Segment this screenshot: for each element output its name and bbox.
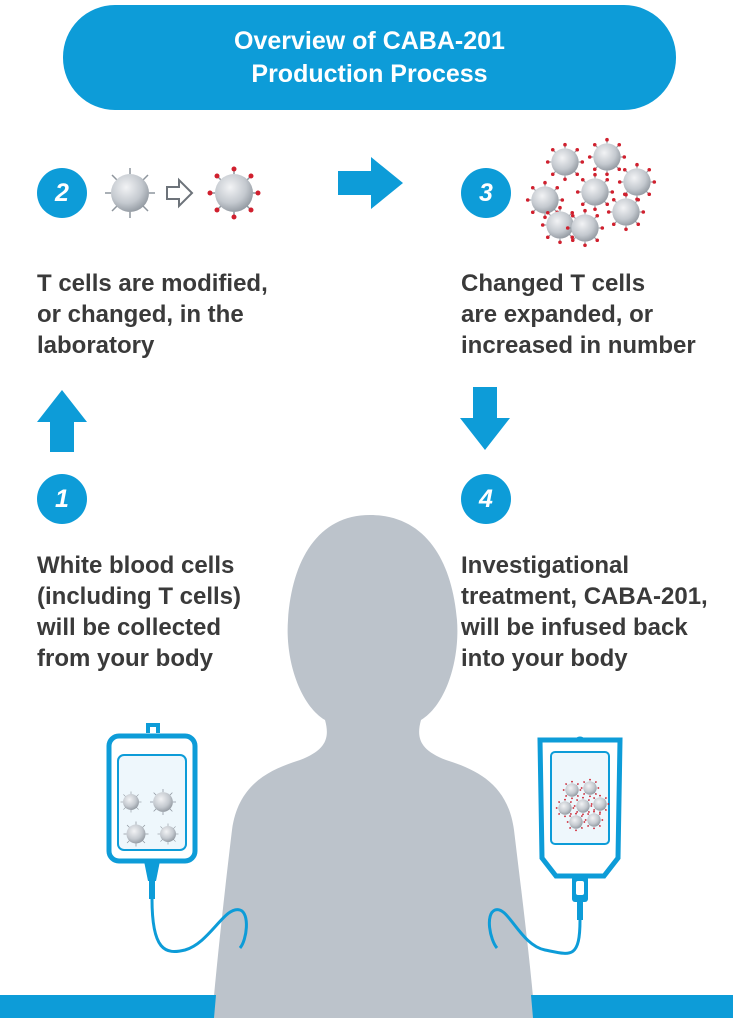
arrow-up-icon [37, 390, 87, 452]
title-banner: Overview of CABA-201 Production Process [63, 5, 676, 110]
step-2-number: 2 [55, 178, 69, 207]
step-3-badge: 3 [461, 168, 511, 218]
step-2-badge: 2 [37, 168, 87, 218]
step-4-text: Investigational treatment, CABA-201, wil… [461, 550, 708, 674]
arrow-down-icon [460, 387, 510, 450]
step-4-line-1: Investigational [461, 552, 630, 579]
step-3-line-2: are expanded, or [461, 301, 654, 328]
step-3-text: Changed T cells are expanded, or increas… [461, 268, 696, 361]
step-4-line-3: will be infused back [461, 614, 688, 641]
step-1-text: White blood cells (including T cells) wi… [37, 550, 241, 674]
step-3-line-3: increased in number [461, 332, 696, 359]
iv-bag-icon [487, 736, 623, 955]
person-silhouette-icon [212, 515, 535, 1018]
step-3-line-1: Changed T cells [461, 270, 646, 297]
step-1-line-3: will be collected [37, 614, 222, 641]
step-4-badge: 4 [461, 474, 511, 524]
step-3-number: 3 [479, 178, 493, 207]
expanded-t-cells-icon [526, 138, 656, 247]
arrow-right-icon [338, 157, 403, 209]
step-1-number: 1 [55, 484, 69, 513]
step-4-number: 4 [479, 484, 493, 513]
step-1-line-1: White blood cells [37, 552, 235, 579]
step-2-line-3: laboratory [37, 332, 155, 359]
step-4-line-4: into your body [461, 645, 628, 672]
step-1-line-4: from your body [37, 645, 214, 672]
step-2-line-2: or changed, in the [37, 301, 244, 328]
outline-arrow-icon [166, 177, 194, 209]
iv-bag-icon [106, 723, 248, 954]
t-cell-icon [105, 168, 155, 218]
title-line-2: Production Process [251, 59, 488, 88]
modified-t-cell-icon [208, 167, 261, 220]
step-1-line-2: (including T cells) [37, 583, 242, 610]
step-1-badge: 1 [37, 474, 87, 524]
title-line-1: Overview of CABA-201 [234, 26, 505, 55]
step-4-line-2: treatment, CABA-201, [461, 583, 708, 610]
step-2-line-1: T cells are modified, [37, 270, 268, 297]
step-2-text: T cells are modified, or changed, in the… [37, 268, 268, 361]
